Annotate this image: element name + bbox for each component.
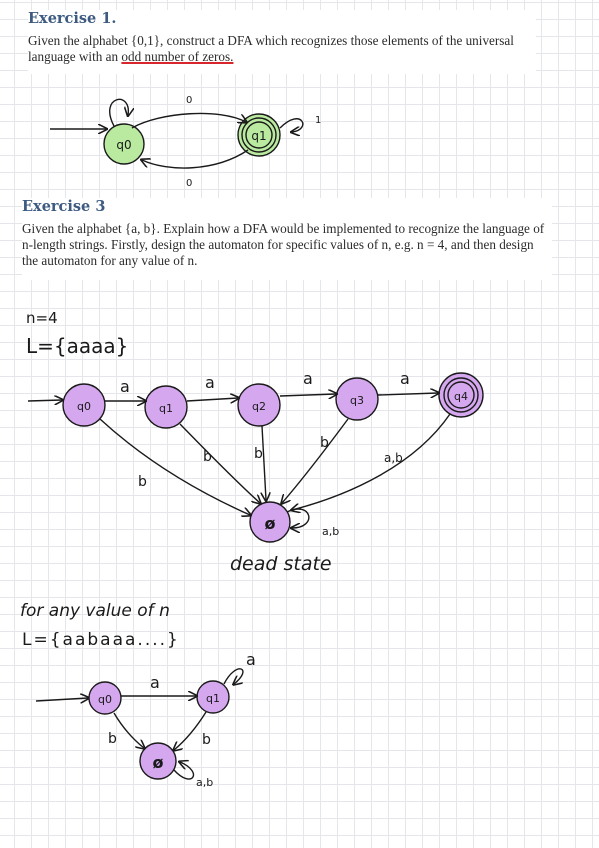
- ex1-label-top: 0: [186, 95, 192, 106]
- notes1-dead-caption: dead state: [230, 553, 332, 575]
- any-state-q1-label: q1: [206, 692, 220, 705]
- n4-edge-q2-dead: [262, 425, 266, 500]
- any-label-b2: b: [202, 732, 211, 748]
- n4-state-q4-inner: [447, 381, 475, 409]
- any-selfloop-dead: [173, 762, 195, 780]
- any-state-q0-label: q0: [98, 693, 112, 706]
- n4-state-q3-label: q3: [350, 394, 364, 407]
- any-label-dead-loop: a,b: [196, 776, 213, 789]
- ex3-dfa-any: [35, 668, 244, 780]
- exercise1-text-main: Given the alphabet {0,1}, construct a DF…: [28, 33, 514, 64]
- n4-edge-q0-dead: [99, 418, 250, 515]
- n4-label-a2: a: [205, 373, 215, 392]
- any-label-loop-a: a: [246, 650, 256, 669]
- n4-state-q2: [237, 383, 281, 427]
- n4-label-a3: a: [303, 369, 313, 388]
- notes2-heading: for any value of n: [20, 601, 170, 621]
- n4-edge-q3-dead: [282, 418, 349, 503]
- n4-label-b3: b: [254, 446, 263, 462]
- ex1-state-q1-label: q1: [251, 129, 266, 143]
- n4-state-q2-label: q2: [252, 400, 266, 413]
- ex1-state-q0-fill: [103, 123, 145, 165]
- any-state-q0: [88, 681, 122, 715]
- n4-label-b1: b: [138, 474, 147, 490]
- n4-label-a4: a: [400, 369, 410, 388]
- ex3-dfa-n4-labels: q0 q1 q2 q3 q4 ø a a a a b b b b a,b a,b: [77, 369, 468, 538]
- ex1-edge-q1-q0: [142, 149, 249, 169]
- any-state-dead: [139, 742, 177, 780]
- notes1-language-line: L={aaaa}: [26, 334, 129, 358]
- n4-edge-q3-q4: [377, 393, 438, 395]
- ex1-label-bottom: 0: [186, 178, 192, 189]
- exercise3-block: Exercise 3 Given the alphabet {a, b}. Ex…: [22, 198, 552, 280]
- ex1-state-q1-inner: [245, 121, 273, 149]
- any-start-arrow: [35, 698, 88, 701]
- exercise3-text: Given the alphabet {a, b}. Explain how a…: [22, 221, 545, 268]
- ex1-labels: q0 q1 0 0 1: [116, 95, 321, 189]
- n4-edge-q4-dead: [292, 413, 451, 510]
- ex3-dfa-n4: [27, 372, 484, 543]
- n4-state-dead-label: ø: [265, 514, 276, 533]
- ex1-state-q1-fill: [237, 113, 281, 157]
- exercise1-text: Given the alphabet {0,1}, construct a DF…: [28, 33, 536, 65]
- n4-state-q1: [144, 385, 188, 429]
- n4-state-q4-label: q4: [454, 390, 468, 403]
- ex1-dfa: [50, 98, 304, 169]
- ex1-state-q1-outer: [241, 117, 277, 153]
- n4-label-b4: b: [320, 435, 329, 451]
- n4-state-q0: [62, 383, 106, 427]
- n4-label-dead-loop: a,b: [322, 525, 339, 538]
- any-state-dead-label: ø: [153, 753, 164, 772]
- any-label-b1: b: [108, 731, 117, 747]
- exercise1-block: Exercise 1. Given the alphabet {0,1}, co…: [28, 10, 536, 74]
- n4-edge-q2-q3: [279, 394, 336, 396]
- n4-state-q1-label: q1: [159, 402, 173, 415]
- n4-state-q4-outer: [443, 377, 479, 413]
- n4-label-b2: b: [203, 449, 212, 465]
- ex1-edge-q0-q1: [131, 112, 246, 129]
- exercise3-title: Exercise 3: [22, 198, 106, 215]
- ex1-label-loop-q1: 1: [315, 115, 321, 126]
- ex1-state-q0-label: q0: [116, 138, 131, 152]
- ex1-selfloop-q1: [279, 118, 304, 132]
- any-edge-q0-dead: [113, 712, 144, 748]
- n4-label-ab: a,b: [384, 451, 403, 465]
- any-label-a: a: [150, 673, 160, 692]
- notes2-language-line: L={aabaaa....}: [22, 630, 180, 650]
- n4-label-a1: a: [120, 377, 130, 396]
- notes1-n-line: n=4: [26, 309, 58, 327]
- exercise1-text-underlined: odd number of zeros.: [121, 49, 234, 64]
- exercise1-title: Exercise 1.: [28, 10, 117, 27]
- ex1-selfloop-q0: [109, 98, 129, 127]
- ex3-dfa-any-labels: q0 q1 ø a a b b a,b: [98, 650, 256, 789]
- n4-selfloop-dead: [286, 508, 310, 528]
- any-edge-q1-dead: [174, 711, 207, 750]
- n4-start-arrow: [27, 400, 62, 401]
- n4-state-q0-label: q0: [77, 400, 91, 413]
- n4-edge-q1-q2: [186, 398, 238, 401]
- n4-edge-q1-dead: [179, 423, 260, 503]
- any-selfloop-q1: [223, 668, 244, 684]
